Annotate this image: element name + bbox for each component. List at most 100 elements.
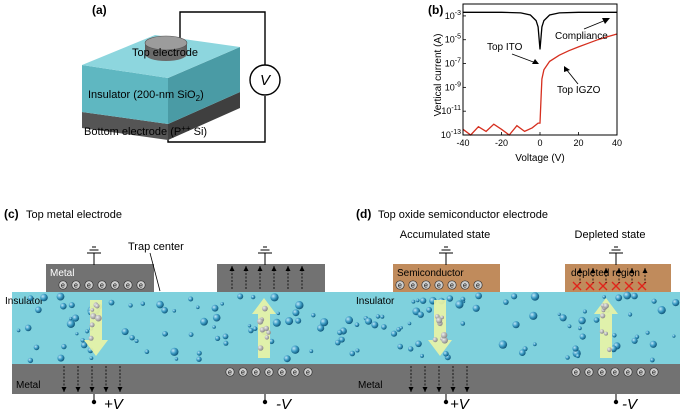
trap-center-icon	[320, 318, 329, 327]
trap-center-icon	[196, 350, 202, 356]
trap-center-icon	[565, 355, 570, 360]
panel-b: (b) Vertical current (A) Voltage (V) -40…	[428, 3, 622, 164]
trap-center-icon	[390, 330, 398, 337]
electron-label: e	[587, 370, 591, 377]
electron-icon	[460, 280, 470, 290]
electron-label: e	[652, 370, 656, 377]
trapped-charge-icon	[94, 303, 100, 309]
trap-center-icon	[196, 356, 202, 362]
trap-center-icon	[311, 313, 316, 318]
trap-center-icon	[532, 342, 537, 347]
field-arrowhead-down	[103, 387, 109, 392]
trap-center-icon	[460, 296, 466, 302]
trap-center-icon	[35, 306, 42, 314]
electron-icon	[84, 280, 94, 290]
field-arrowhead-down	[75, 387, 81, 392]
insulator-box-c-right	[183, 292, 361, 364]
depletion-cross-icon	[572, 281, 582, 291]
voltmeter-symbol: V	[260, 72, 272, 89]
trap-center-icon	[420, 353, 424, 358]
bias-terminal	[262, 399, 268, 405]
trap-center-icon	[33, 344, 40, 351]
trap-center-icon	[411, 299, 416, 304]
panel-c-label: (c)	[4, 207, 19, 221]
bias-terminal	[91, 399, 97, 405]
trap-center-icon	[66, 319, 75, 328]
trap-center-icon	[60, 302, 67, 310]
semiconductor-label: Semiconductor	[397, 268, 464, 279]
field-arrowhead-down	[408, 387, 414, 392]
field-arrowhead-down	[89, 387, 95, 392]
trap-center-icon	[248, 327, 254, 334]
trap-center-icon	[144, 349, 150, 355]
trapped-charge-icon	[90, 308, 95, 312]
trap-center-icon	[196, 305, 200, 310]
trapped-charge-icon	[259, 327, 266, 333]
metal-bottom-d-left	[354, 364, 532, 394]
electron-label: e	[639, 370, 643, 377]
insulator-label-d: Insulator	[356, 296, 395, 307]
field-arrowhead-up	[603, 268, 609, 273]
trap-center-icon	[337, 329, 343, 336]
trap-center-icon	[355, 348, 360, 353]
electron-icon	[97, 280, 107, 290]
substrate-front	[82, 112, 168, 140]
trapped-charge-icon	[600, 313, 606, 319]
electron-label: e	[241, 370, 245, 377]
trap-center-icon	[24, 324, 32, 332]
electron-label: e	[626, 370, 630, 377]
trap-center-icon	[345, 316, 353, 325]
trap-center-icon	[460, 321, 466, 326]
trap-center-icon	[129, 335, 135, 341]
trap-center-icon	[170, 347, 179, 356]
trap-center-icon	[270, 293, 279, 302]
panel-c-title: Top metal electrode	[26, 209, 122, 221]
trap-center-icon	[364, 317, 373, 325]
electron-icon	[277, 367, 287, 377]
trap-center-icon	[407, 321, 412, 326]
trap-center-icon	[498, 340, 508, 349]
trap-center-icon	[446, 295, 454, 302]
electron-label: e	[113, 283, 117, 290]
trap-center-icon	[381, 324, 387, 330]
field-arrowhead-up	[285, 266, 291, 271]
trap-center-icon	[317, 324, 325, 332]
trap-center-icon	[69, 316, 73, 321]
trap-center-icon	[623, 291, 632, 300]
trap-center-icon	[657, 306, 666, 315]
trap-center-icon	[156, 300, 164, 309]
insulator-side	[168, 47, 240, 124]
trap-center-icon	[85, 329, 90, 334]
field-arrowhead-down	[117, 387, 123, 392]
trap-center-icon	[579, 333, 586, 340]
trap-center-icon	[272, 318, 281, 327]
trap-center-icon	[612, 333, 617, 338]
trap-center-icon	[222, 333, 229, 340]
electron-label: e	[293, 370, 297, 377]
trap-center-icon	[121, 328, 129, 336]
metal-top-right	[217, 264, 325, 292]
bias-terminal	[443, 399, 449, 405]
trap-center-label: Trap center	[128, 241, 184, 253]
trap-center-icon	[57, 354, 65, 362]
trap-center-icon	[27, 357, 34, 364]
trap-center-icon	[211, 304, 219, 312]
trap-center-icon	[68, 302, 75, 309]
electron-label: e	[100, 283, 104, 290]
state-right-label: Depleted state	[575, 229, 646, 241]
trap-center-icon	[512, 321, 520, 329]
annotation-compliance: Compliance	[555, 31, 608, 42]
depletion-cross-icon	[637, 281, 647, 291]
trap-center-icon	[578, 316, 586, 325]
trap-center-icon	[27, 295, 34, 301]
trapped-charge-icon	[95, 314, 102, 322]
trap-center-icon	[188, 332, 194, 337]
electron-icon	[584, 367, 594, 377]
trap-center-icon	[283, 355, 291, 363]
electron-icon	[473, 280, 483, 290]
bias-label-c-right: -V	[276, 396, 293, 413]
field-arrowhead-up	[590, 268, 596, 273]
electron-icon	[110, 280, 120, 290]
trapped-charge-icon	[436, 317, 443, 324]
